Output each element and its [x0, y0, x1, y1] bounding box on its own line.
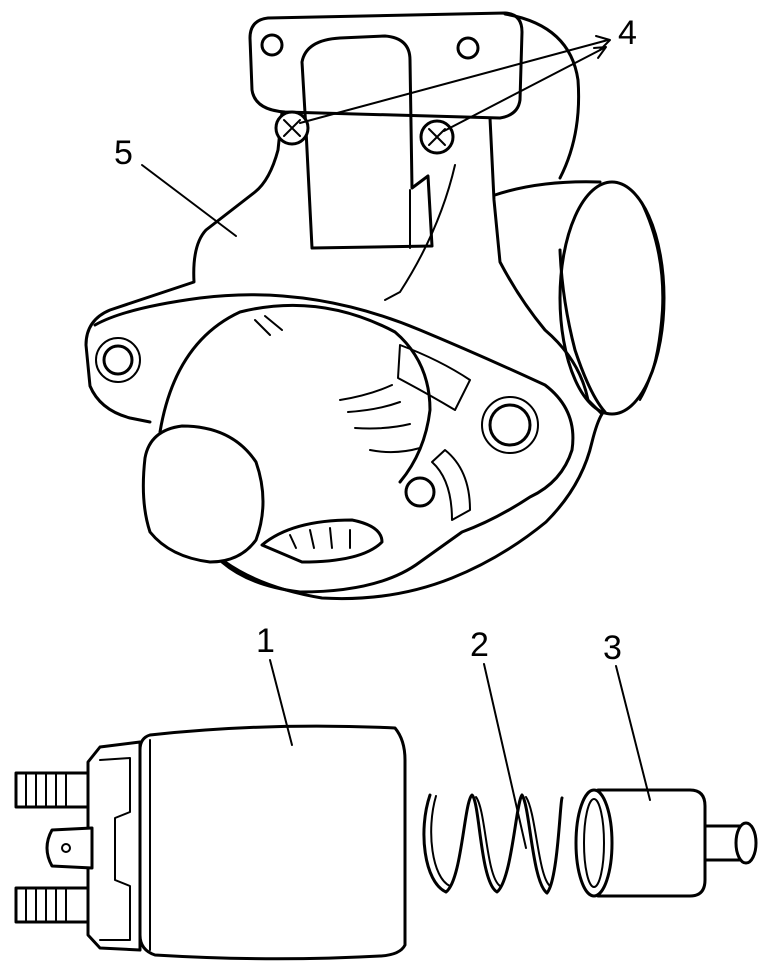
- leader-line-3: [615, 665, 651, 801]
- flange-slot: [397, 344, 471, 411]
- pinion-window: [260, 518, 384, 564]
- solenoid-mount-boss: [300, 34, 434, 250]
- plunger-face: [574, 788, 614, 898]
- leader-line-2: [483, 663, 527, 849]
- solenoid-body: [138, 724, 407, 961]
- plunger: [574, 788, 758, 898]
- callout-1: 1: [256, 622, 275, 660]
- callout-2: 2: [470, 626, 489, 664]
- mounting-bracket: [248, 11, 524, 120]
- flange-hole-lower: [404, 476, 436, 508]
- terminal-stud-upper: [14, 771, 90, 809]
- flange-slot-lower: [431, 449, 471, 521]
- leader-line-5: [141, 164, 237, 237]
- solenoid-switch: [14, 724, 407, 961]
- spade-terminal: [45, 826, 94, 870]
- callout-labels: 4 5 1 2 3: [114, 14, 637, 667]
- bracket-hole-right: [456, 36, 480, 60]
- dome-detail-3: [369, 447, 421, 454]
- terminal-stud-lower: [14, 886, 90, 924]
- housing-rib: [384, 164, 456, 301]
- end-cap-plate: [99, 757, 131, 941]
- housing-left-side: [84, 110, 284, 424]
- dome-detail-1: [254, 315, 283, 336]
- flange-hole-left-ring: [95, 337, 141, 383]
- leader-arrow-4: [593, 35, 611, 59]
- bracket-hole-left: [260, 33, 284, 57]
- flange-hole-right: [488, 403, 532, 447]
- pinion-gear-teeth: [289, 527, 351, 549]
- flange-hole-right-ring: [481, 396, 539, 454]
- drive-housing-dome: [158, 303, 432, 484]
- flange-hole-left: [102, 344, 134, 376]
- housing-right-side: [488, 116, 604, 416]
- return-spring: [422, 793, 564, 895]
- pinion-nose: [141, 424, 265, 564]
- callout-3: 3: [603, 629, 622, 667]
- drive-end-flange: [93, 293, 604, 601]
- through-bolt-left: [274, 110, 310, 146]
- leader-lines: [141, 35, 651, 849]
- plunger-pin-head: [734, 821, 758, 865]
- leader-line-4-right: [443, 47, 605, 132]
- callout-5: 5: [114, 134, 133, 172]
- callout-4: 4: [618, 14, 637, 52]
- starter-motor-assembly: [84, 11, 666, 601]
- motor-yoke: [493, 180, 666, 416]
- leader-line-4-left: [299, 39, 609, 124]
- through-bolt-right: [419, 119, 455, 155]
- dome-detail-2: [339, 384, 411, 430]
- leader-line-1: [269, 659, 293, 746]
- rear-housing: [503, 12, 581, 180]
